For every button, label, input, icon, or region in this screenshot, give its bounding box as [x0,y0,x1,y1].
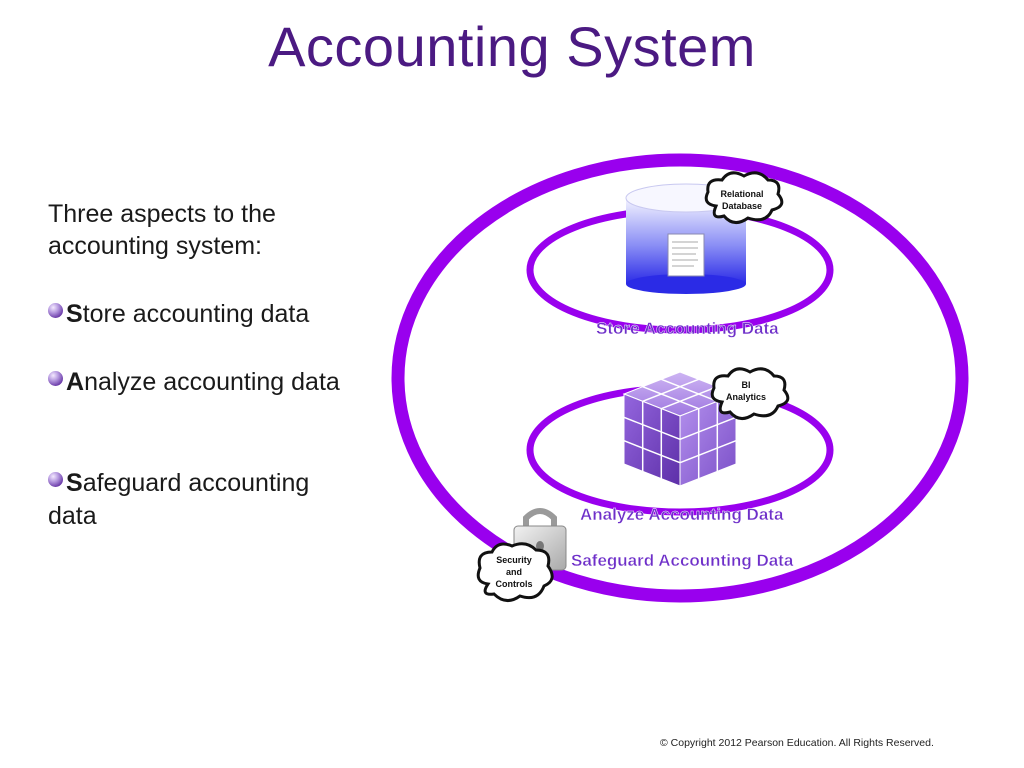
cloud-label: Database [722,201,762,211]
cloud-label: Analytics [726,392,766,402]
bullet-initial: A [66,368,85,396]
bullet-safeguard: Safeguard accounting data [48,467,348,533]
bullet-initial: S [66,300,83,328]
bullet-icon [48,371,63,386]
bullet-text: nalyze accounting data [84,368,340,396]
bi-analytics-cloud: BI Analytics [710,367,790,420]
safeguard-label: Safeguard Accounting Data [571,551,794,570]
bullet-text: afeguard accounting data [48,469,310,530]
bullet-icon [48,303,63,318]
cloud-label: Controls [496,579,533,589]
bullet-icon [48,472,63,487]
bullet-store: Store accounting data [48,298,348,331]
cloud-label: BI [742,380,751,390]
store-label: Store Accounting Data [596,319,779,338]
relational-database-cloud: Relational Database [704,171,784,224]
cloud-label: Security [496,555,532,565]
analyze-label: Analyze Accounting Data [580,505,784,524]
intro-text: Three aspects to the accounting system: [48,200,276,260]
slide-title: Accounting System [268,15,756,78]
cloud-label: and [506,567,522,577]
copyright-notice: © Copyright 2012 Pearson Education. All … [660,737,934,749]
security-controls-cloud: Security and Controls [476,542,554,602]
outer-ring [391,153,969,603]
bullet-initial: S [66,469,83,497]
cloud-label: Relational [720,189,763,199]
bullet-analyze: Analyze accounting data [48,366,348,399]
accounting-system-diagram: Relational Database BI Analytics Securit… [391,153,969,603]
bullet-text: tore accounting data [82,300,310,328]
